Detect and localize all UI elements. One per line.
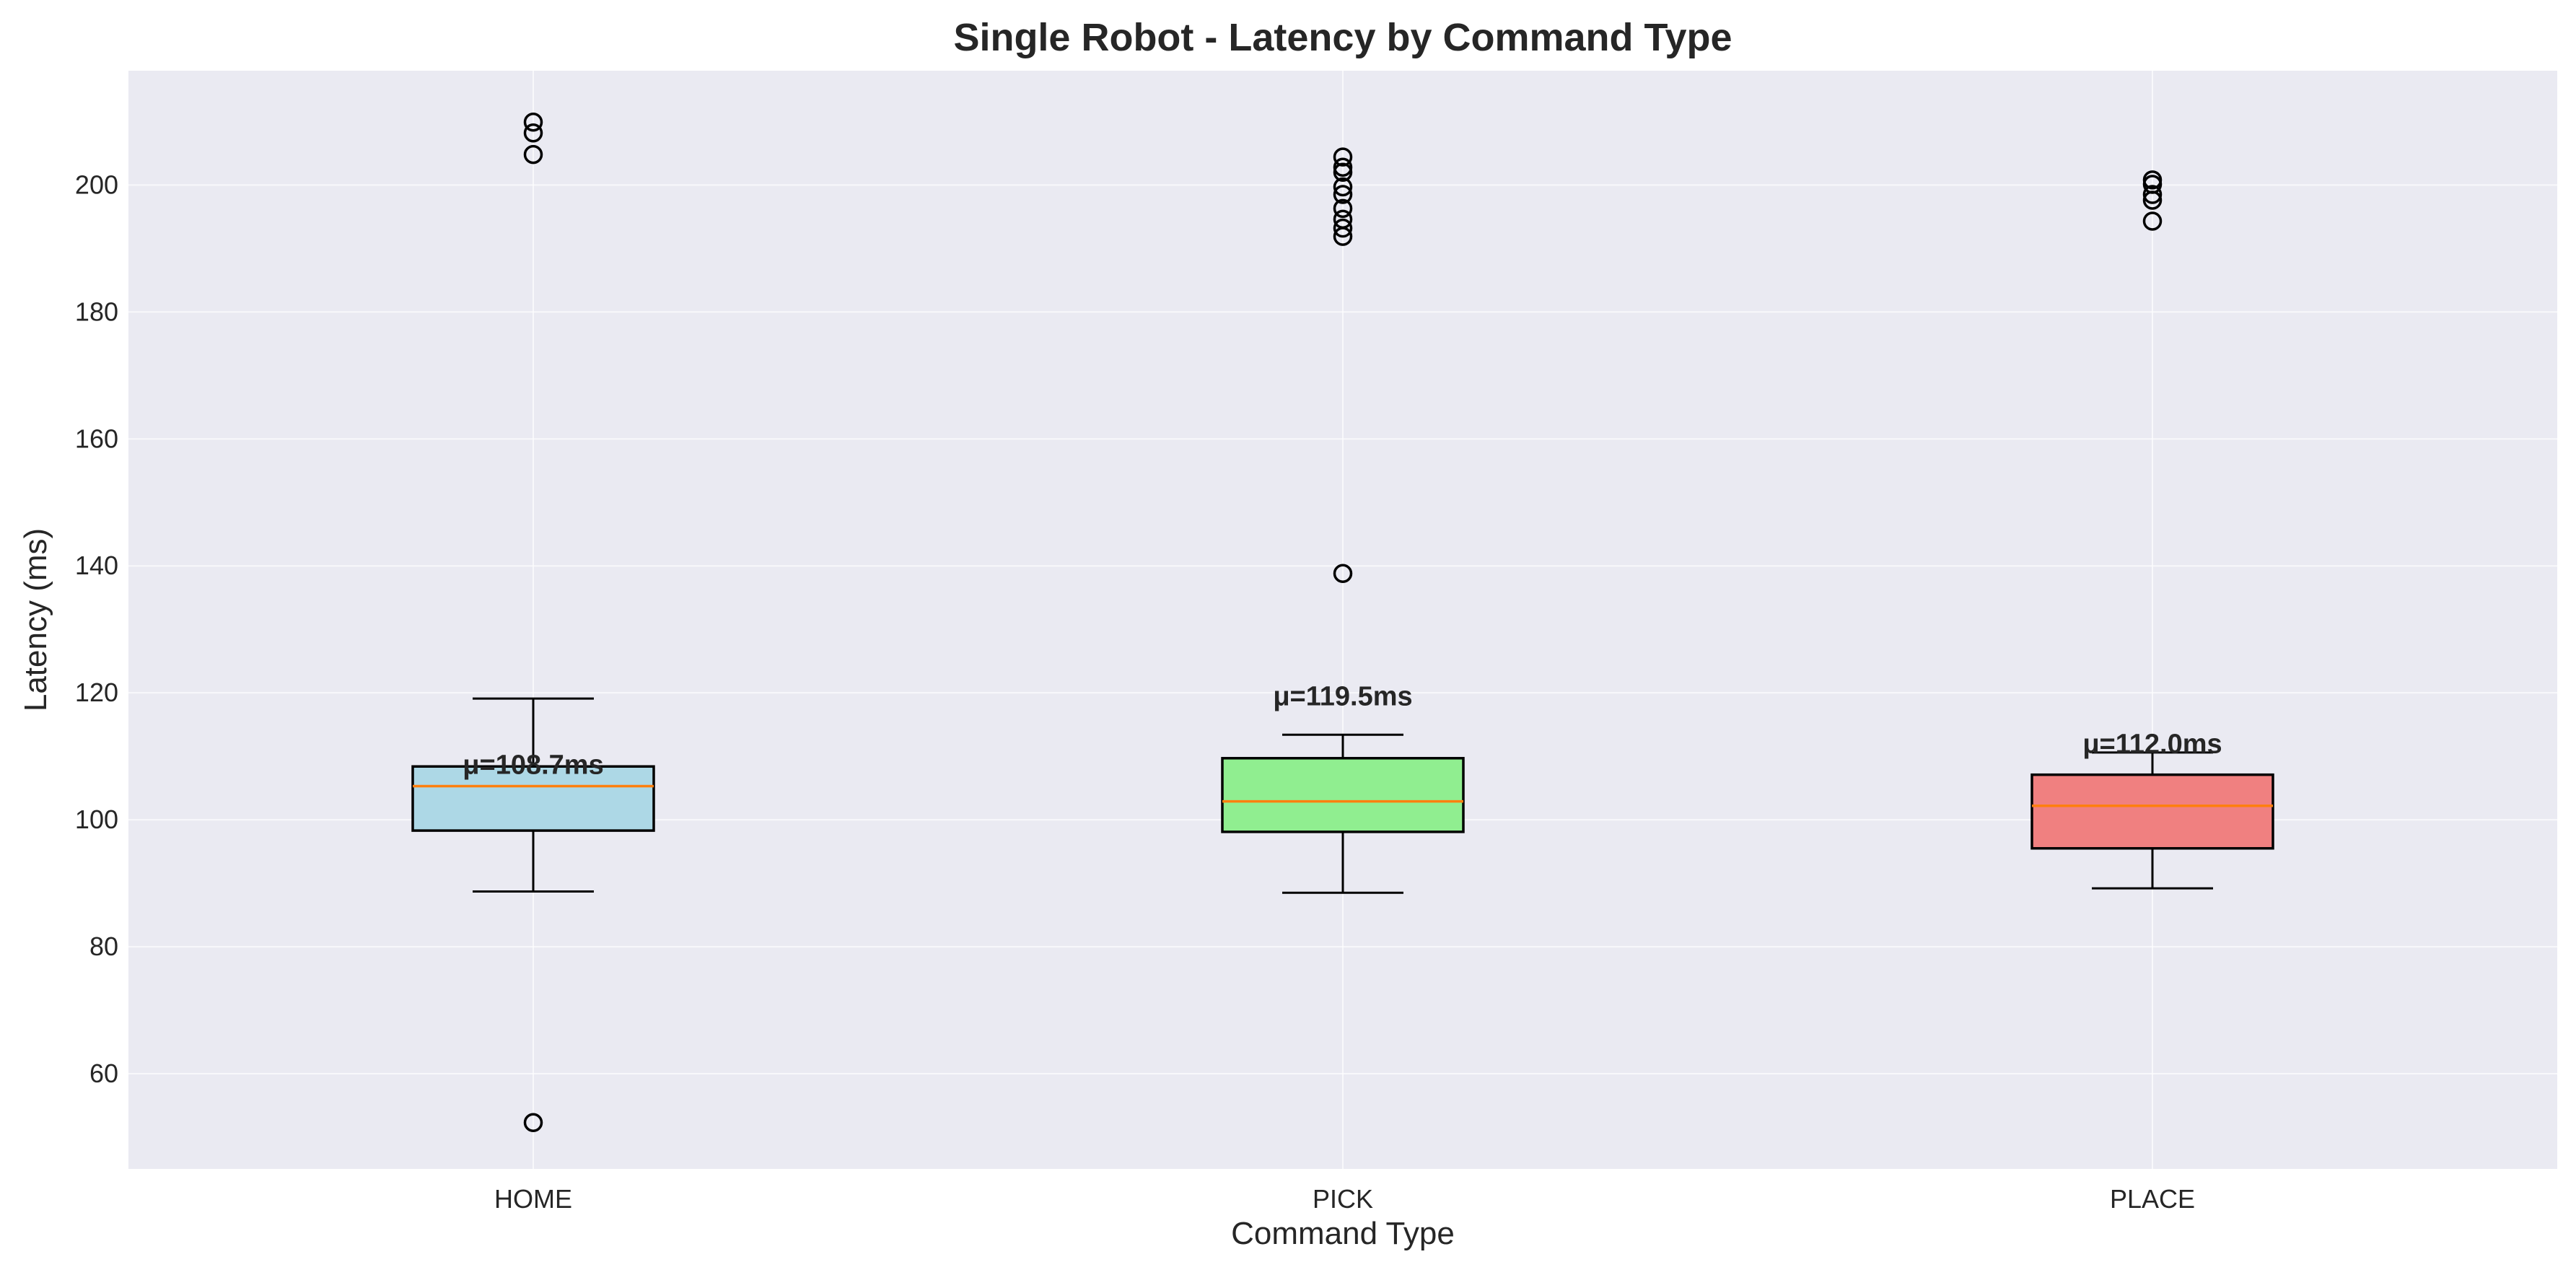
box-group-place: μ=112.0ms (2030, 170, 2274, 890)
y-tick-label: 120 (75, 678, 118, 707)
mean-label: μ=108.7ms (463, 750, 603, 781)
y-tick-label: 140 (75, 551, 118, 580)
box-home (411, 765, 655, 832)
x-axis-label: Command Type (1231, 1216, 1455, 1251)
box-group-pick: μ=119.5ms (1221, 147, 1465, 894)
x-ticks: HOME PICK PLACE (494, 1184, 2195, 1214)
box-place (2030, 773, 2274, 850)
y-tick-label: 160 (75, 424, 118, 453)
x-tick-label: PICK (1313, 1184, 1373, 1214)
outlier-point (1333, 218, 1353, 238)
outlier-point (1333, 209, 1353, 229)
outlier-point (1333, 185, 1353, 204)
boxes: μ=108.7ms μ=119.5ms μ=112.0ms (411, 113, 2274, 1133)
mean-label: μ=112.0ms (2082, 729, 2222, 760)
y-tick-label: 180 (75, 297, 118, 326)
box-group-home: μ=108.7ms (411, 113, 655, 1133)
outlier-point (1333, 177, 1353, 197)
y-ticks: 60 80 100 120 140 160 180 200 (75, 170, 118, 1088)
outlier-point (1333, 564, 1353, 584)
outlier-point (523, 1113, 543, 1133)
outlier-point (523, 113, 543, 132)
outlier-point (1333, 147, 1353, 167)
chart-title: Single Robot - Latency by Command Type (953, 16, 1732, 59)
outlier-point (1333, 198, 1353, 219)
y-tick-label: 100 (75, 805, 118, 834)
outlier-point (2142, 170, 2163, 190)
box-pick (1221, 757, 1465, 833)
x-tick-label: PLACE (2110, 1184, 2195, 1214)
mean-label: μ=119.5ms (1273, 682, 1412, 712)
outlier-point (523, 123, 543, 143)
y-tick-label: 200 (75, 170, 118, 199)
x-tick-label: HOME (494, 1184, 572, 1214)
outlier-point (523, 144, 543, 165)
y-axis-label: Latency (ms) (18, 528, 53, 711)
y-tick-label: 60 (89, 1059, 118, 1088)
outlier-point (1333, 162, 1353, 183)
outlier-point (2142, 185, 2163, 204)
outlier-point (2142, 211, 2163, 231)
y-tick-label: 80 (89, 932, 118, 961)
outlier-point (1333, 157, 1353, 177)
